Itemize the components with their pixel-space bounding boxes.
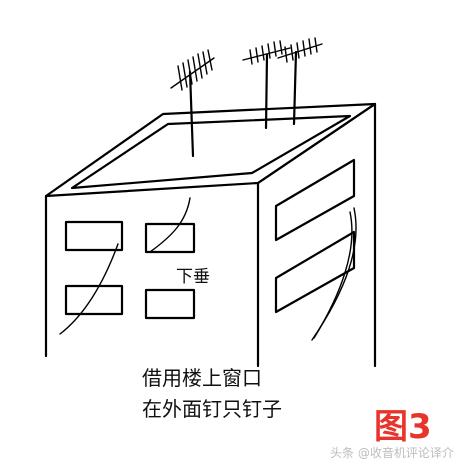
antennas (170, 37, 323, 158)
cable-front (59, 243, 119, 335)
figure-label: 图3 (374, 407, 432, 447)
antenna-right (277, 37, 323, 126)
caption-line-2: 在外面钉只钉子 (142, 397, 282, 421)
watermark: 头条 @收音机评论译介 (330, 446, 454, 460)
cable-side-2 (313, 211, 353, 339)
front-windows (64, 220, 196, 320)
antenna-left (170, 49, 215, 158)
building (44, 102, 377, 368)
cable-side-1 (311, 207, 357, 341)
window (64, 284, 124, 316)
cable-droop (149, 197, 191, 253)
window (144, 288, 196, 320)
window (64, 220, 124, 252)
side-windows (274, 158, 356, 314)
side-window (274, 158, 356, 242)
cables (59, 197, 357, 341)
side-window (274, 230, 356, 314)
side-wall-top (256, 102, 377, 185)
window (144, 222, 196, 254)
roof-inner-rim (70, 114, 352, 190)
caption-line-1: 借用楼上窗口 (142, 366, 262, 390)
droop-label: 下垂 (176, 267, 210, 287)
antenna-middle (242, 40, 291, 130)
